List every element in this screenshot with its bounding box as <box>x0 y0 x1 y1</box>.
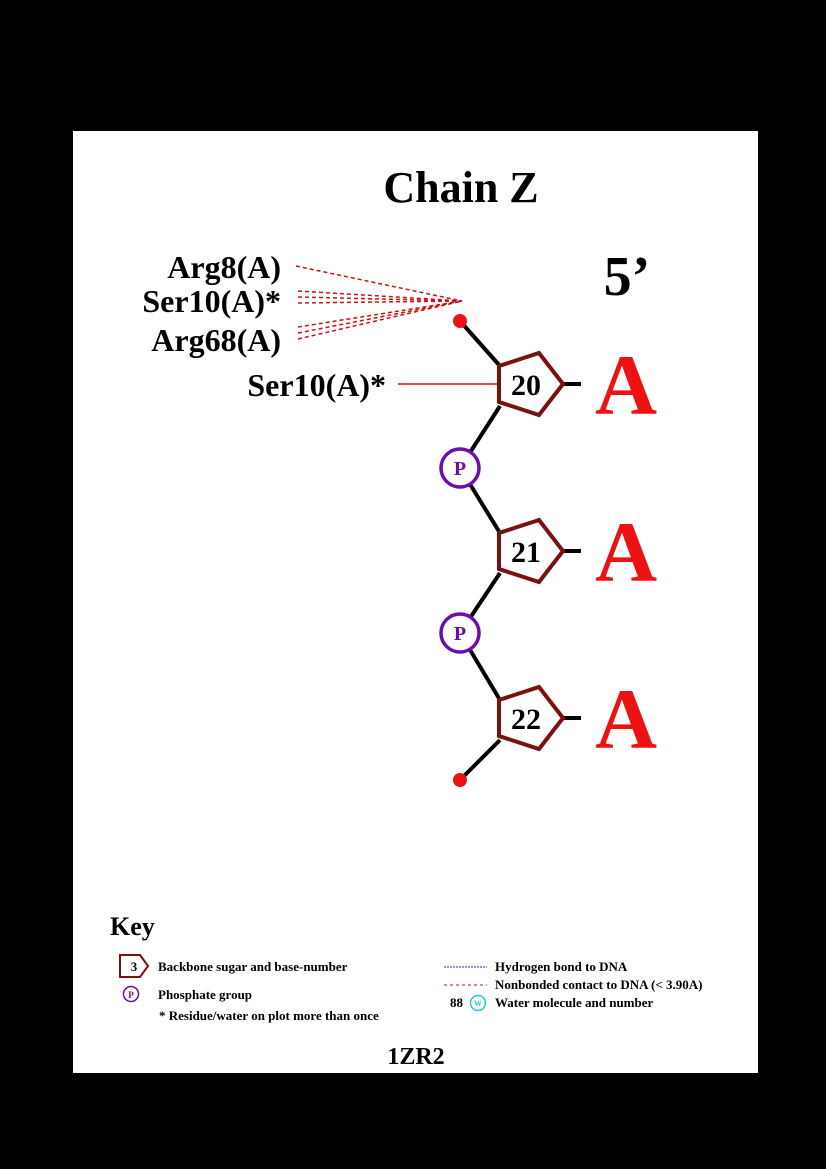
legend-nonbonded-text: Nonbonded contact to DNA (< 3.90A) <box>495 977 702 992</box>
contact-lines <box>295 265 500 385</box>
legend: Key 3 Backbone sugar and base-number P P… <box>110 912 702 1023</box>
sugar-pentagon <box>497 350 566 418</box>
nonbonded-contact-line <box>295 265 463 302</box>
sugar-pentagon <box>497 517 566 585</box>
five-prime-label: 5’ <box>604 246 651 308</box>
legend-heading: Key <box>110 912 155 941</box>
base-letter: A <box>595 504 657 600</box>
nucleotide-number: 20 <box>511 369 541 402</box>
legend-water-text: Water molecule and number <box>495 995 654 1010</box>
terminal-dot-3prime <box>453 773 467 787</box>
nonbonded-contact-line <box>297 300 463 340</box>
pdb-id-label: 1ZR2 <box>387 1044 444 1070</box>
phosphate-label: P <box>454 623 466 645</box>
legend-water-number: 88 <box>450 995 464 1010</box>
legend-water-letter: W <box>474 999 482 1008</box>
legend-asterisk-text: * Residue/water on plot more than once <box>159 1008 379 1023</box>
nonbonded-contact-line <box>297 296 463 302</box>
backbone-segment-5prime <box>458 319 502 368</box>
nonbonded-contact-line <box>297 290 463 302</box>
sugar-pentagon <box>497 684 566 752</box>
chain-title: Chain Z <box>383 163 538 212</box>
legend-water-icon <box>469 994 487 1012</box>
nonbonded-contact-line <box>297 300 463 304</box>
legend-sugar-text: Backbone sugar and base-number <box>158 959 348 974</box>
contact-label-ser10-solid: Ser10(A)* <box>247 367 386 403</box>
phosphate-icon <box>439 612 481 654</box>
base-letter: A <box>595 671 657 767</box>
diagram-panel <box>73 131 758 1073</box>
contact-label-arg68: Arg68(A) <box>151 322 281 358</box>
legend-sugar-number: 3 <box>131 959 138 974</box>
backbone: PP <box>439 314 502 787</box>
backbone-segment-3prime <box>458 738 502 782</box>
legend-phosphate-text: Phosphate group <box>158 987 252 1002</box>
base-letter: A <box>595 337 657 433</box>
phosphate-icon <box>439 447 481 489</box>
nucleotide-number: 21 <box>511 536 541 569</box>
legend-phosphate-letter: P <box>128 990 134 1000</box>
contact-label-ser10: Ser10(A)* <box>142 283 281 319</box>
legend-sugar-icon <box>119 954 150 978</box>
terminal-dot-5prime <box>453 314 467 328</box>
legend-hbond-text: Hydrogen bond to DNA <box>495 959 628 974</box>
contact-label-arg8: Arg8(A) <box>167 249 281 285</box>
phosphate-label: P <box>454 458 466 480</box>
legend-phosphate-icon <box>122 985 140 1003</box>
nucleotide-number: 22 <box>511 703 541 736</box>
